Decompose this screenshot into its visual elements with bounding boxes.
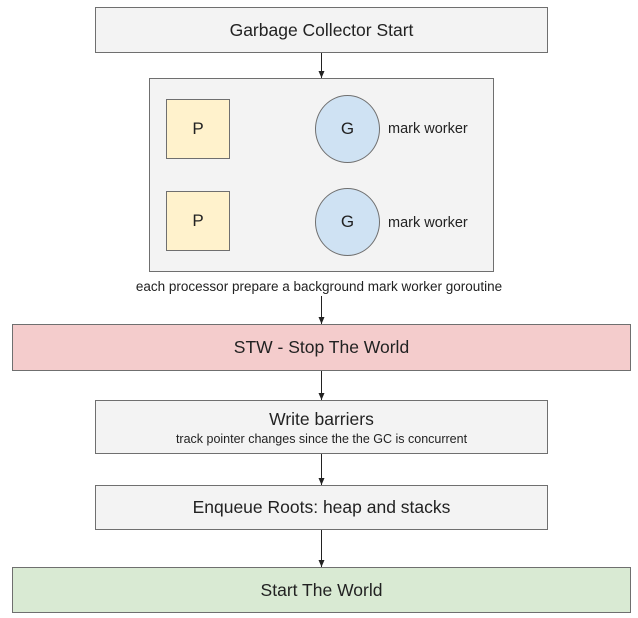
mark-worker-label-2: mark worker (388, 215, 468, 231)
goroutine-circle-2: G (315, 188, 380, 256)
write-barriers-title: Write barriers (269, 408, 374, 429)
gc-start-label: Garbage Collector Start (229, 19, 414, 40)
mark-worker-label-1: mark worker (388, 121, 468, 137)
write-barriers-box: Write barriers track pointer changes sin… (95, 400, 548, 454)
start-world-label: Start The World (260, 579, 383, 600)
goroutine-label-1: G (340, 119, 355, 138)
goroutine-label-2: G (340, 212, 355, 231)
processor-box-1: P (166, 99, 230, 159)
processor-label-2: P (192, 211, 204, 230)
stw-box: STW - Stop The World (12, 324, 631, 371)
enqueue-roots-box: Enqueue Roots: heap and stacks (95, 485, 548, 530)
stw-label: STW - Stop The World (233, 337, 410, 357)
processor-box-2: P (166, 191, 230, 251)
goroutine-circle-1: G (315, 95, 380, 163)
processor-label-1: P (192, 119, 204, 138)
processor-caption: each processor prepare a background mark… (135, 279, 503, 294)
write-barriers-subtitle: track pointer changes since the the GC i… (175, 431, 468, 446)
gc-start-box: Garbage Collector Start (95, 7, 548, 53)
start-world-box: Start The World (12, 567, 631, 613)
enqueue-roots-label: Enqueue Roots: heap and stacks (192, 497, 451, 517)
